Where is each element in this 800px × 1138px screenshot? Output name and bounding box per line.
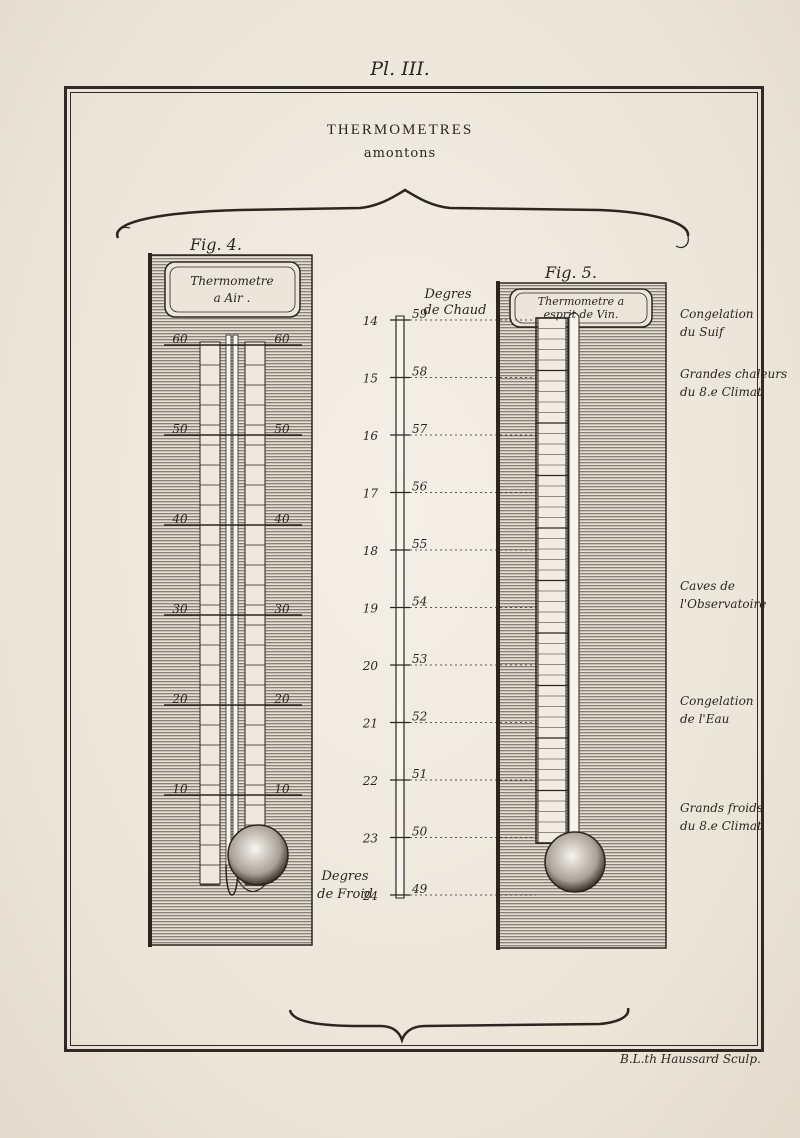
fig4-scale-mark-right: 60 [274, 332, 290, 346]
left-degree-number: 15 [363, 372, 378, 386]
chaud-label-line-1: Degres [423, 287, 471, 302]
fig4-scale-mark-left: 40 [171, 512, 188, 526]
right-degree-number: 59 [412, 307, 428, 321]
annotation-line: Grands froids [680, 801, 763, 815]
fig4-cartouche-line-1: Thermometre [190, 274, 273, 288]
fig4-label: Fig. 4. [189, 235, 242, 254]
fig4-scale-mark-right: 50 [274, 422, 290, 436]
annotation-line: Congelation [680, 307, 754, 321]
fig4-scale-mark-right: 10 [274, 782, 290, 796]
annotation-line: du Suif [680, 325, 726, 339]
right-degree-number: 52 [412, 710, 427, 724]
annotation-line: du 8.e Climat [680, 385, 762, 399]
fig5-cartouche-line-2: esprit de Vin. [544, 308, 619, 321]
left-degree-number: 18 [363, 544, 379, 558]
fig4-thermometer [148, 253, 313, 947]
left-degree-number: 14 [363, 314, 378, 328]
annotation-line: Caves de [680, 579, 735, 593]
left-degree-number: 17 [363, 487, 379, 501]
fig4-cartouche [164, 261, 301, 318]
annotation-line: Grandes chaleurs [680, 367, 787, 381]
fig4-scale-mark-right: 20 [273, 692, 290, 706]
fig4-cartouche-line-2: a Air . [214, 291, 251, 305]
page-subtitle: amontons [363, 146, 437, 161]
fig4-scale-mark-left: 10 [172, 782, 188, 796]
froid-label-line-2: de Froid [317, 887, 373, 902]
right-degree-number: 55 [412, 537, 427, 551]
fig5-thermometer [496, 281, 667, 950]
fig4-scale-mark-left: 20 [171, 692, 188, 706]
left-degree-number: 20 [362, 659, 379, 673]
fig4-scale-mark-left: 60 [172, 332, 188, 346]
left-degree-number: 16 [363, 429, 379, 443]
fig4-scale-mark-left: 30 [172, 602, 188, 616]
right-degree-number: 49 [411, 882, 428, 896]
right-degree-number: 58 [412, 365, 428, 379]
annotation-line: du 8.e Climat [680, 819, 762, 833]
right-degree-number: 57 [412, 422, 428, 436]
right-degree-number: 51 [412, 767, 427, 781]
fig5-label: Fig. 5. [544, 263, 597, 282]
right-degree-number: 50 [412, 825, 428, 839]
left-degree-number: 22 [362, 774, 378, 788]
right-degree-number: 56 [412, 480, 428, 494]
left-degree-number: 24 [362, 889, 378, 903]
left-degree-number: 23 [362, 832, 379, 846]
outer-frame [64, 86, 764, 1052]
fig4-scale-mark-left: 50 [172, 422, 188, 436]
annotation-line: Congelation [680, 694, 754, 708]
fig4-scale-mark-right: 40 [273, 512, 290, 526]
left-degree-number: 21 [362, 717, 378, 731]
right-degree-number: 54 [412, 595, 427, 609]
right-degree-number: 53 [412, 652, 428, 666]
left-degree-number: 19 [363, 602, 379, 616]
chaud-label-line-2: de Chaud [424, 303, 487, 318]
inner-frame [70, 92, 758, 1046]
engraver-signature: B.L.th Haussard Sculp. [620, 1052, 761, 1066]
fig4-bulb [227, 824, 289, 886]
fig4-scale-mark-right: 30 [274, 602, 290, 616]
bottom-brace [288, 1007, 630, 1044]
fig5-cartouche-line-1: Thermometre a [538, 295, 624, 308]
froid-label-line-1: Degres [320, 869, 368, 884]
annotation-line: de l'Eau [680, 712, 729, 726]
fig5-bulb [544, 831, 606, 893]
annotation-line: l'Observatoire [680, 597, 766, 611]
plate-label: Pl. III. [370, 58, 430, 80]
page-title: THERMOMETRES [326, 122, 474, 138]
top-brace [115, 188, 690, 239]
